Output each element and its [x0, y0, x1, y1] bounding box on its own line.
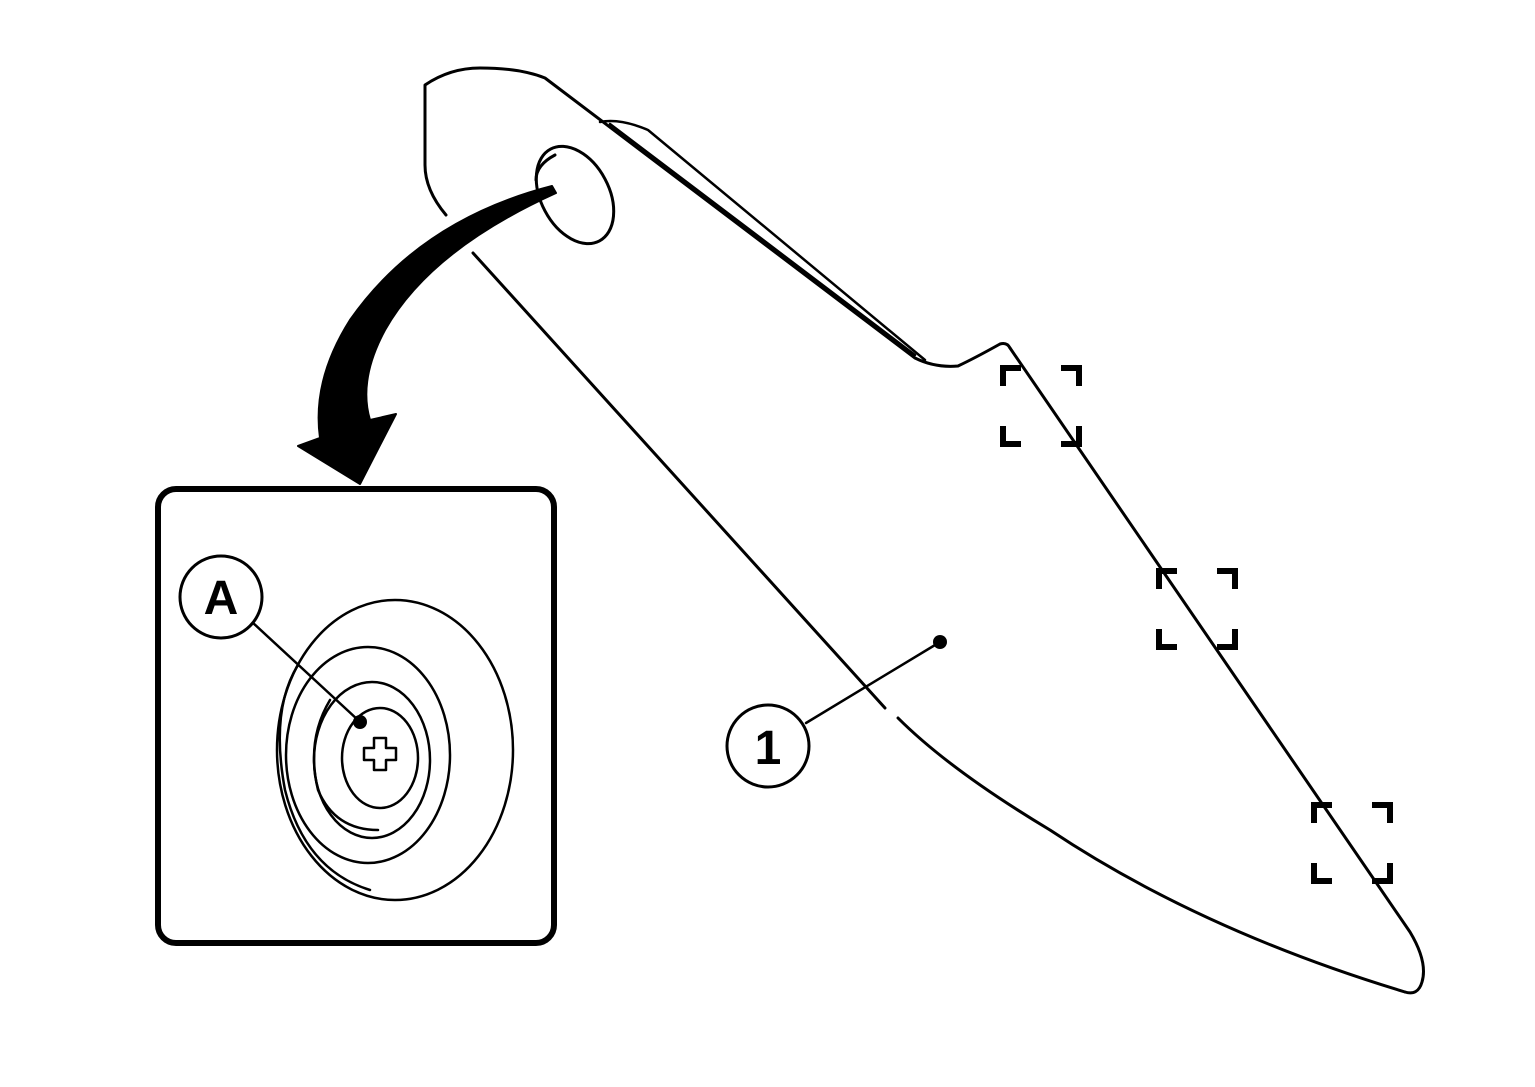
clip-bracket-icon — [1311, 802, 1393, 884]
detail-inset — [155, 486, 557, 946]
clip-bracket-icon — [1000, 365, 1082, 447]
phillips-screw-icon — [362, 736, 398, 772]
curved-arrow-icon — [297, 185, 557, 485]
clip-bracket-corners — [1156, 568, 1238, 650]
callout-a-label: A — [204, 572, 239, 625]
clip-group — [1000, 365, 1393, 884]
callout-a: A — [178, 554, 264, 640]
clip-bracket-corners — [1311, 802, 1393, 884]
callout-1: 1 — [725, 635, 947, 789]
trim-panel — [423, 66, 1425, 995]
callout-1-label: 1 — [755, 722, 782, 775]
clip-bracket-corners — [1000, 365, 1082, 447]
clip-bracket-icon — [1156, 568, 1238, 650]
